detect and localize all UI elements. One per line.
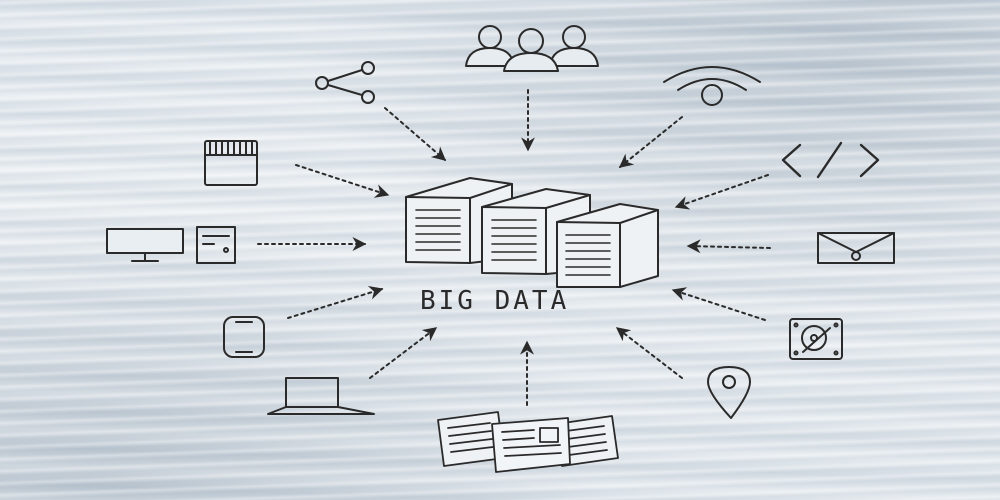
location-pin-icon <box>707 366 751 419</box>
desktop-computer-icon <box>106 226 236 264</box>
server-cluster <box>405 177 659 288</box>
arrow-from-sd-card <box>295 164 390 198</box>
laptop-icon <box>267 377 375 415</box>
users-icon <box>465 25 599 72</box>
share-icon <box>315 61 375 104</box>
arrow-from-hard-drive <box>671 287 766 321</box>
smartphone-icon <box>223 316 265 358</box>
arrow-from-laptop <box>369 327 438 379</box>
email-icon <box>817 232 895 264</box>
arrow-from-smartphone <box>287 286 384 319</box>
code-icon <box>781 141 880 179</box>
wifi-icon <box>663 66 761 106</box>
arrow-from-share <box>384 107 447 161</box>
arrow-from-email <box>686 239 771 254</box>
server-rack-3 <box>556 203 659 288</box>
sd-card-icon <box>204 140 258 186</box>
documents-icon <box>437 411 619 473</box>
diagram-title: BIG DATA <box>420 286 570 316</box>
arrow-from-code <box>674 174 769 210</box>
arrow-from-wifi <box>618 116 683 168</box>
arrow-from-location <box>615 327 683 379</box>
hard-drive-icon <box>789 318 843 360</box>
arrows <box>257 89 771 406</box>
